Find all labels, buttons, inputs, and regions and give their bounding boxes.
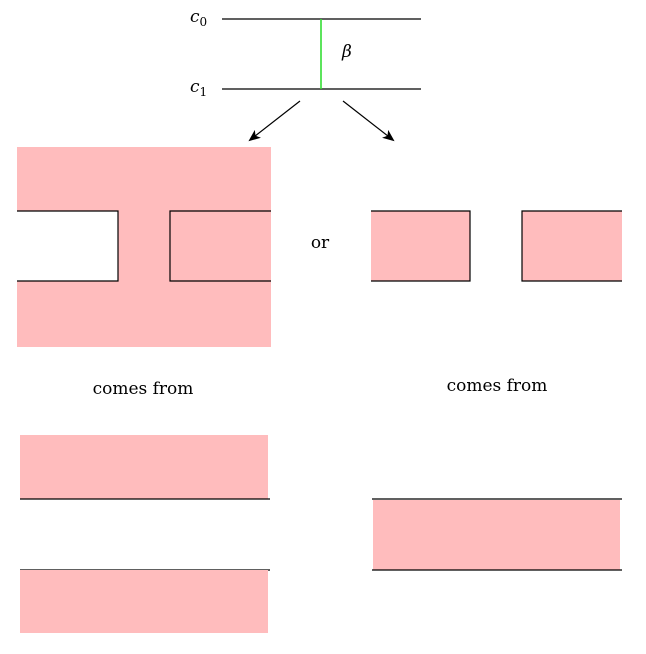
box-left-outline bbox=[371, 210, 471, 282]
pink-lower-band bbox=[20, 570, 268, 633]
pink-top-band bbox=[17, 147, 271, 211]
right-result bbox=[371, 210, 622, 282]
arrow-right bbox=[342, 100, 395, 142]
pink-center-bridge bbox=[118, 211, 170, 281]
pink-right-box bbox=[170, 211, 271, 281]
right-comes-from: comes from bbox=[447, 376, 548, 396]
pink-middle-band bbox=[373, 500, 620, 570]
or-label: or bbox=[311, 233, 330, 253]
left-result bbox=[17, 147, 271, 347]
label-c1: c1 bbox=[190, 77, 207, 99]
arrow-left bbox=[248, 100, 301, 142]
pink-box-left bbox=[371, 211, 470, 281]
pink-box-right bbox=[522, 211, 622, 281]
right-source bbox=[372, 498, 622, 571]
right-box-outline bbox=[169, 210, 271, 282]
top-figure: c0 c1 β bbox=[190, 7, 421, 142]
left-source bbox=[20, 435, 270, 633]
left-notch-outline bbox=[17, 210, 119, 282]
box-right-outline bbox=[521, 210, 622, 282]
label-c0: c0 bbox=[190, 7, 207, 29]
label-beta: β bbox=[341, 42, 352, 62]
pink-bottom-band bbox=[17, 281, 271, 347]
pink-upper-band bbox=[20, 435, 268, 499]
left-comes-from: comes from bbox=[93, 379, 194, 399]
